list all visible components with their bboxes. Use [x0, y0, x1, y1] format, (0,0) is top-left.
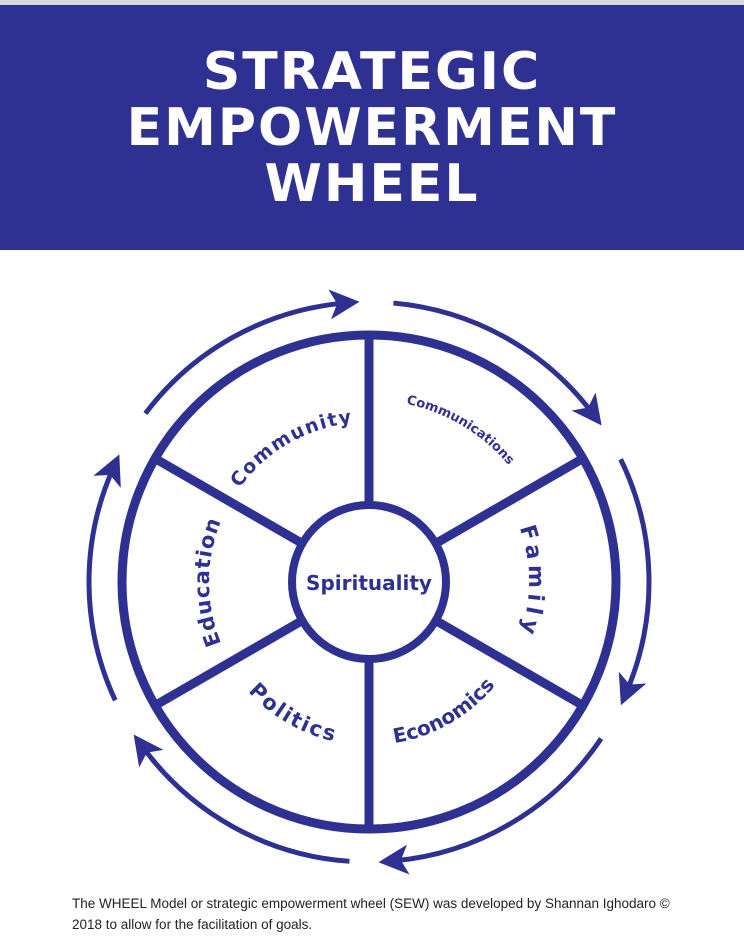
cycle-arrow-1 — [393, 300, 602, 426]
cycle-arrow-3 — [378, 737, 604, 875]
cycle-arrow-4 — [133, 734, 350, 864]
cycle-arrow-6 — [143, 289, 360, 415]
empowerment-wheel-diagram: Spirituality Community Communications Fa… — [86, 289, 652, 875]
label-economics: Economics — [391, 673, 499, 748]
label-community: Community — [226, 406, 354, 491]
cycle-arrows — [86, 289, 652, 875]
title-line-2: EMPOWERMENT — [126, 97, 618, 158]
spoke-3 — [431, 615, 586, 710]
spoke-5 — [152, 615, 307, 710]
label-education: Education — [190, 514, 226, 650]
title-line-3: WHEEL — [264, 153, 480, 214]
title-line-1: STRATEGIC — [202, 41, 542, 102]
inner-circle — [288, 501, 450, 663]
cycle-arrow-5 — [86, 454, 121, 702]
title-banner: STRATEGIC EMPOWERMENT WHEEL — [0, 5, 744, 250]
spoke-6 — [152, 454, 307, 549]
cycle-arrow-2 — [618, 458, 652, 706]
label-communications: Communications — [405, 393, 517, 468]
label-family: Family — [514, 522, 548, 642]
label-spirituality: Spirituality — [306, 571, 432, 595]
wheel-spokes — [152, 335, 586, 829]
spoke-2 — [431, 454, 586, 549]
top-strip — [0, 0, 744, 5]
caption: The WHEEL Model or strategic empowerment… — [72, 896, 670, 932]
label-politics: Politics — [244, 678, 340, 747]
